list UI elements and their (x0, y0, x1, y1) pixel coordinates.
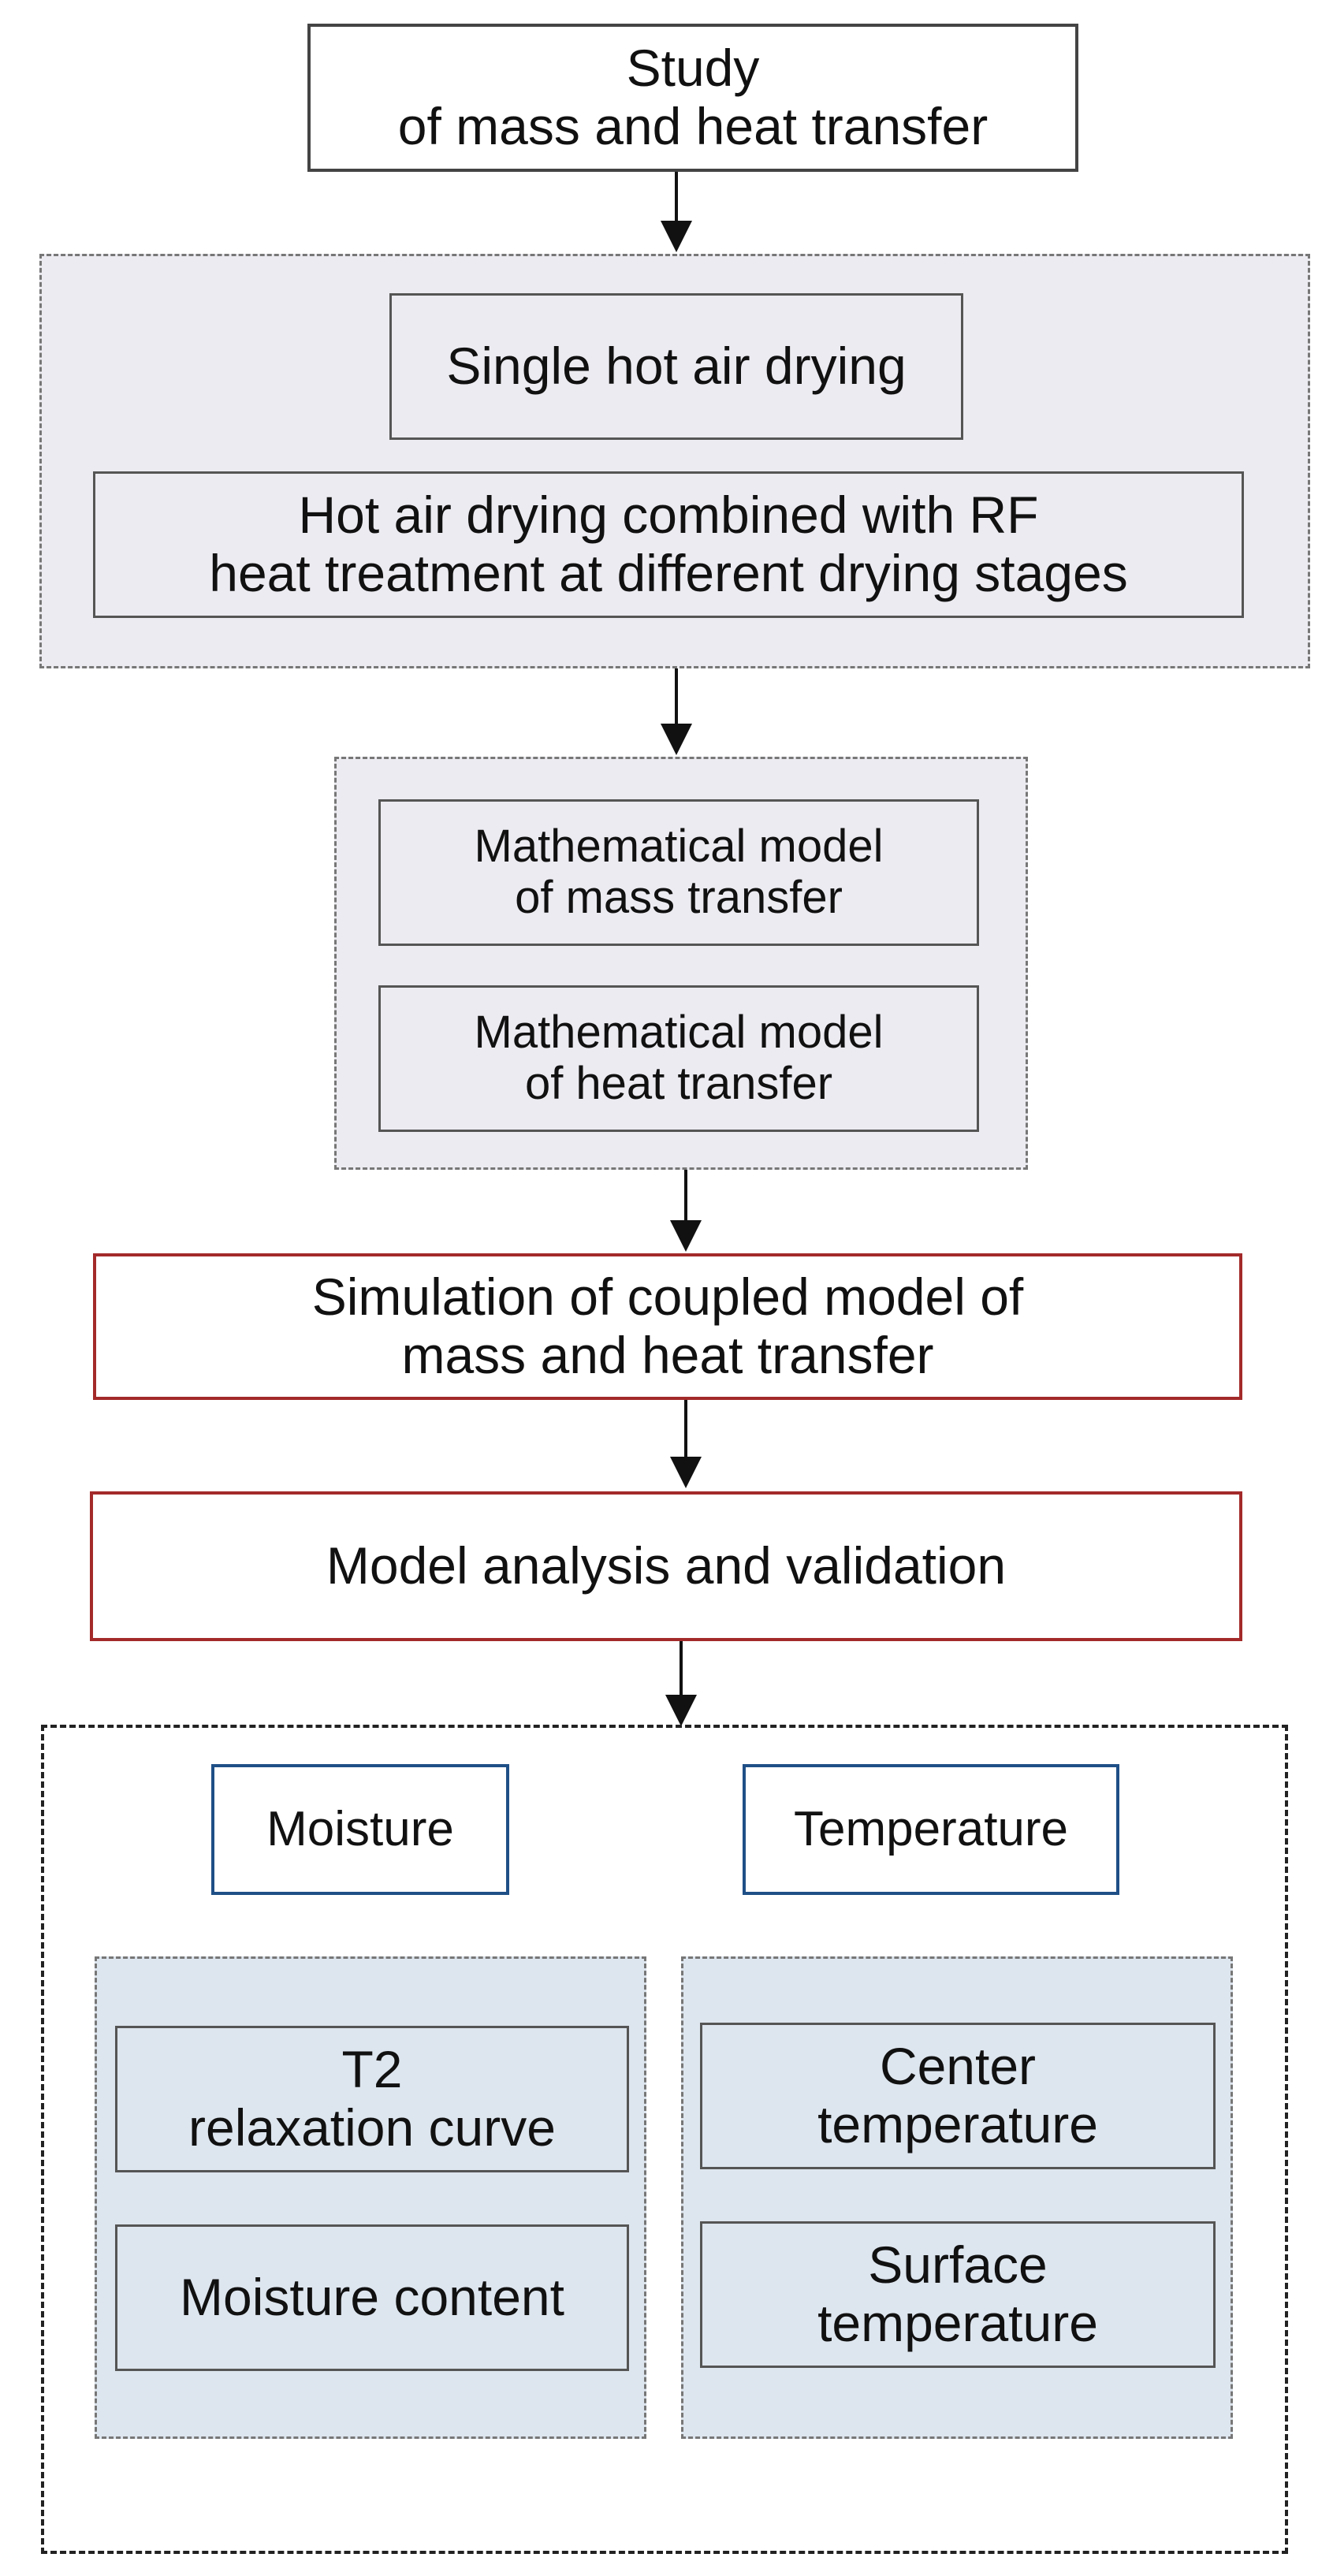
surface-temp-line1: Surface (868, 2235, 1048, 2295)
center-temp-line1: Center (879, 2037, 1037, 2096)
single-hot-air-drying-box: Single hot air drying (389, 293, 963, 440)
mass-model-line2: of mass transfer (515, 872, 843, 923)
combined-rf-drying-box: Hot air drying combined with RF heat tre… (93, 471, 1244, 618)
moisture-content-box: Moisture content (115, 2224, 629, 2371)
study-title-line1: Study (626, 39, 760, 98)
combined-rf-line2: heat treatment at different drying stage… (209, 544, 1128, 602)
moisture-content-label: Moisture content (180, 2268, 564, 2327)
heat-transfer-model-box: Mathematical model of heat transfer (378, 985, 979, 1132)
simulation-line2: mass and heat transfer (401, 1326, 934, 1384)
heat-model-line1: Mathematical model (474, 1007, 884, 1059)
analysis-box: Model analysis and validation (90, 1491, 1242, 1641)
heat-model-line2: of heat transfer (524, 1058, 833, 1109)
moisture-header-box: Moisture (211, 1764, 509, 1895)
simulation-box: Simulation of coupled model of mass and … (93, 1253, 1242, 1400)
temperature-header-label: Temperature (793, 1802, 1069, 1857)
study-box: Study of mass and heat transfer (307, 24, 1078, 172)
temperature-header-box: Temperature (743, 1764, 1119, 1895)
center-temperature-box: Center temperature (700, 2023, 1216, 2169)
single-hot-air-drying-label: Single hot air drying (446, 337, 907, 396)
t2-relaxation-box: T2 relaxation curve (115, 2026, 629, 2172)
analysis-label: Model analysis and validation (326, 1536, 1007, 1595)
center-temp-line2: temperature (817, 2095, 1098, 2153)
simulation-line1: Simulation of coupled model of (311, 1268, 1024, 1327)
mass-transfer-model-box: Mathematical model of mass transfer (378, 799, 979, 946)
moisture-header-label: Moisture (266, 1802, 454, 1857)
t2-line2: relaxation curve (188, 2098, 556, 2157)
t2-line1: T2 (341, 2040, 403, 2099)
mass-model-line1: Mathematical model (474, 821, 884, 873)
combined-rf-line1: Hot air drying combined with RF (298, 486, 1039, 545)
study-title-line2: of mass and heat transfer (397, 97, 989, 155)
surface-temp-line2: temperature (817, 2294, 1098, 2352)
surface-temperature-box: Surface temperature (700, 2221, 1216, 2368)
